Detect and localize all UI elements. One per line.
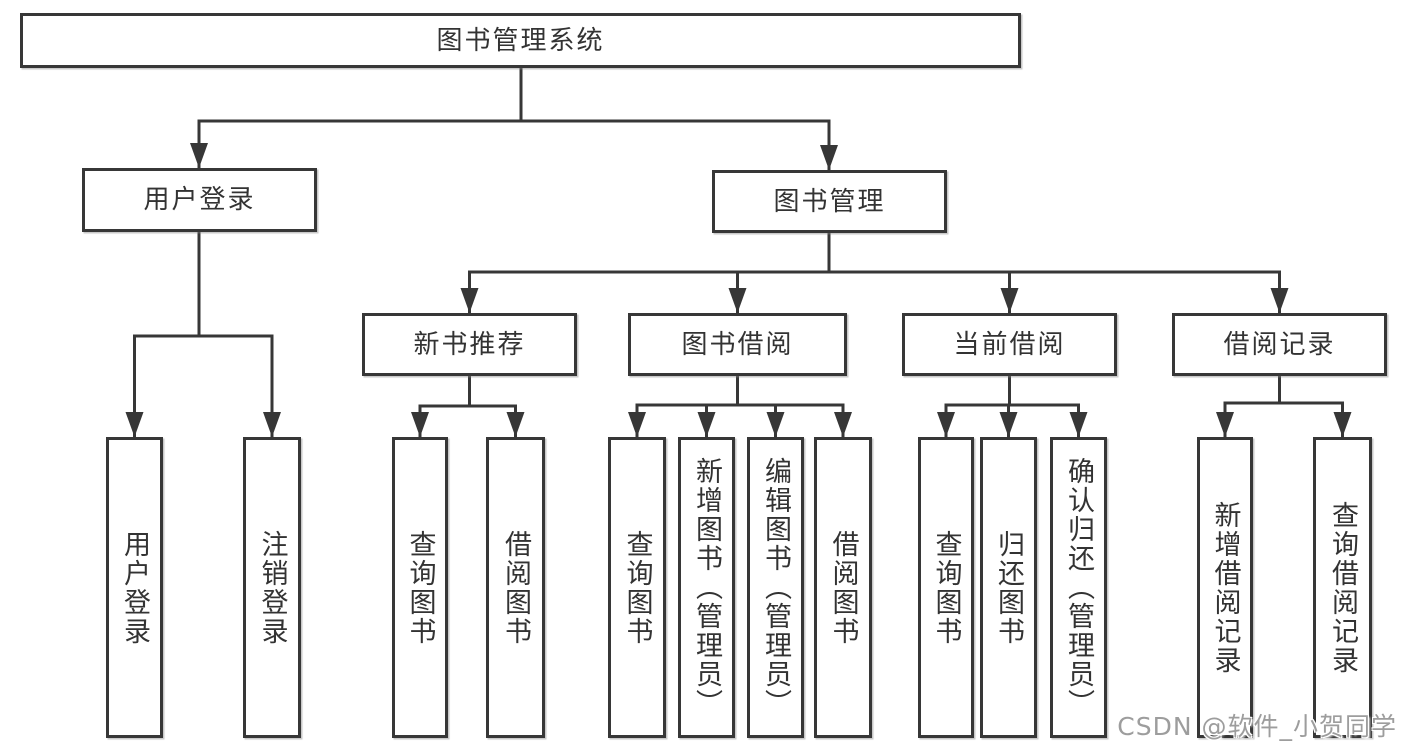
leaf-query-borrow-record: 查询借阅记录 <box>1313 437 1372 738</box>
leaf-confirm-return-admin: 确认归还（管理员） <box>1050 437 1107 738</box>
node-book-management: 图书管理 <box>712 170 947 233</box>
leaf-add-books-admin-label: 新增图书（管理员） <box>691 457 722 718</box>
leaf-user-login-label: 用户登录 <box>119 529 150 646</box>
leaf-current-query-books-label: 查询图书 <box>930 529 962 646</box>
node-borrow-records-label: 借阅记录 <box>1223 329 1336 360</box>
node-book-borrow: 图书借阅 <box>628 313 847 376</box>
node-borrow-records: 借阅记录 <box>1172 313 1387 376</box>
node-current-borrow: 当前借阅 <box>902 313 1117 376</box>
leaf-borrow-books: 借阅图书 <box>814 437 872 738</box>
node-root: 图书管理系统 <box>20 13 1021 68</box>
node-user-login-label: 用户登录 <box>143 185 256 215</box>
leaf-logout-label: 注销登录 <box>256 529 288 646</box>
node-book-management-label: 图书管理 <box>773 186 886 217</box>
leaf-newbook-borrow-books-label: 借阅图书 <box>500 529 531 646</box>
leaf-user-login: 用户登录 <box>106 437 163 738</box>
leaf-confirm-return-admin-label: 确认归还（管理员） <box>1063 457 1094 718</box>
node-root-label: 图书管理系统 <box>436 25 605 56</box>
leaf-query-borrow-record-label: 查询借阅记录 <box>1327 500 1358 675</box>
leaf-borrow-books-label: 借阅图书 <box>827 529 859 646</box>
node-book-borrow-label: 图书借阅 <box>681 329 794 360</box>
leaf-add-borrow-record-label: 新增借阅记录 <box>1209 500 1241 675</box>
leaf-newbook-query-books: 查询图书 <box>392 437 448 738</box>
leaf-return-books-label: 归还图书 <box>993 529 1024 646</box>
node-new-book-recommend: 新书推荐 <box>362 313 577 376</box>
node-new-book-recommend-label: 新书推荐 <box>413 329 526 360</box>
node-current-borrow-label: 当前借阅 <box>953 329 1066 360</box>
csdn-watermark: CSDN @软件_小贺同学 <box>1117 712 1397 741</box>
leaf-edit-books-admin-label: 编辑图书（管理员） <box>760 457 791 718</box>
leaf-current-query-books: 查询图书 <box>918 437 974 738</box>
leaf-logout: 注销登录 <box>243 437 301 738</box>
leaf-newbook-borrow-books: 借阅图书 <box>486 437 545 738</box>
leaf-add-borrow-record: 新增借阅记录 <box>1197 437 1253 738</box>
leaf-borrow-query-books-label: 查询图书 <box>621 529 653 646</box>
leaf-return-books: 归还图书 <box>980 437 1037 738</box>
node-user-login: 用户登录 <box>82 168 317 232</box>
leaf-borrow-query-books: 查询图书 <box>608 437 666 738</box>
leaf-add-books-admin: 新增图书（管理员） <box>678 437 735 738</box>
leaf-newbook-query-books-label: 查询图书 <box>404 529 436 646</box>
leaf-edit-books-admin: 编辑图书（管理员） <box>747 437 804 738</box>
